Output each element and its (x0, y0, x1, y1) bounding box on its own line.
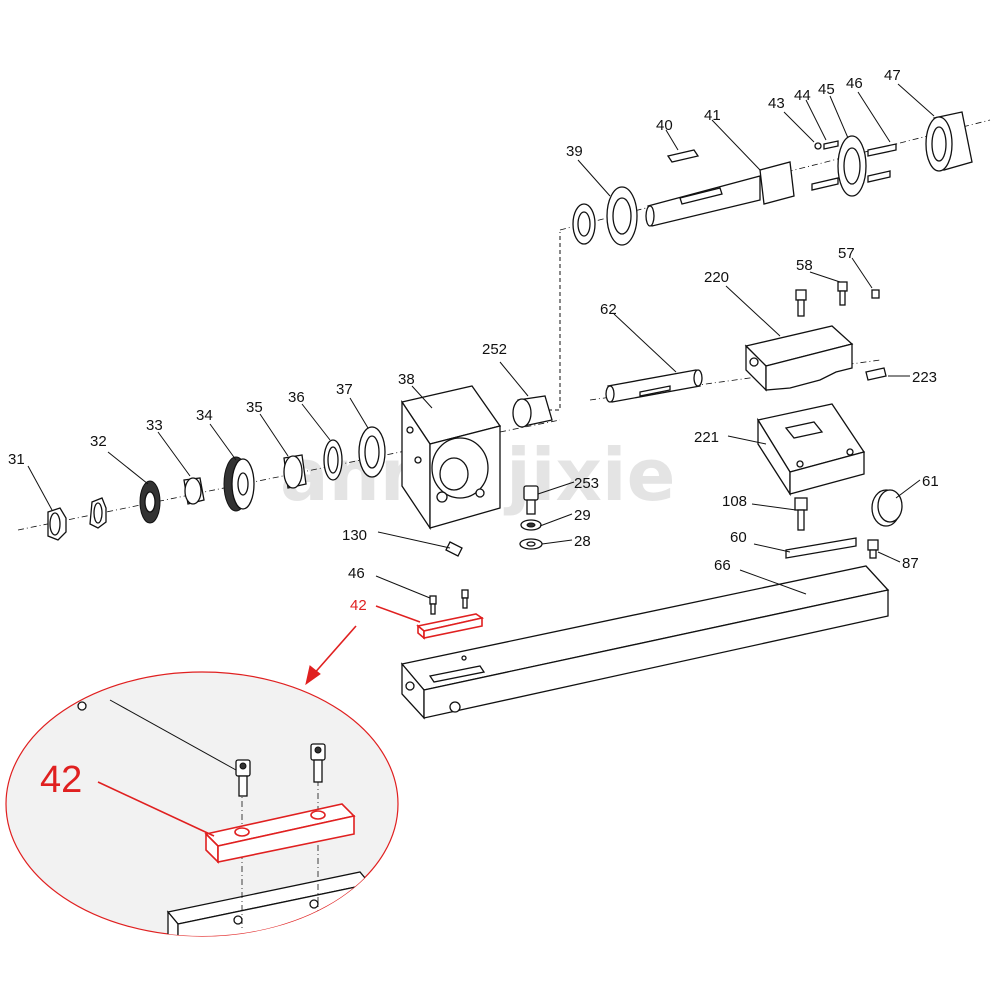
label-38: 38 (398, 371, 415, 388)
part-28-washer (519, 538, 543, 550)
part-33-spacer (183, 477, 205, 505)
part-34-gear (223, 456, 255, 512)
part-130-pin (445, 541, 463, 557)
part-108-screw (794, 497, 808, 531)
part-87-screw (867, 539, 879, 559)
label-41: 41 (704, 107, 721, 124)
label-31: 31 (8, 451, 25, 468)
label-66: 66 (714, 557, 731, 574)
part-47-ring (925, 111, 973, 172)
part-220-block (744, 325, 854, 392)
spindle-axis (17, 419, 561, 531)
part-252-bushing (512, 395, 553, 428)
part-41-shaft (645, 161, 795, 227)
label-36: 36 (288, 389, 305, 406)
part-40-key (666, 149, 700, 163)
label-61: 61 (922, 473, 939, 490)
zoom-label-42: 42 (40, 759, 82, 801)
part-36-washer (323, 439, 343, 481)
part-253-screw (523, 485, 539, 515)
label-253: 253 (574, 475, 599, 492)
label-34: 34 (196, 407, 213, 424)
zoom-arrow (305, 625, 357, 686)
label-108: 108 (722, 493, 747, 510)
part-45-flange (811, 135, 897, 197)
label-39: 39 (566, 143, 583, 160)
label-29: 29 (574, 507, 591, 524)
label-220: 220 (704, 269, 729, 286)
part-221-base (756, 403, 866, 497)
label-28: 28 (574, 533, 591, 550)
part-62-sleeve (605, 369, 703, 403)
label-40: 40 (656, 117, 673, 134)
part-60-strip (785, 537, 857, 559)
part-35-bushing (283, 454, 307, 489)
callout-labels: 31 32 33 34 35 36 37 38 252 39 40 41 43 … (8, 67, 939, 614)
part-66-rail (400, 565, 890, 720)
leader-lines (27, 83, 935, 623)
label-47: 47 (884, 67, 901, 84)
part-223-pin (865, 367, 887, 381)
part-39-bearing (572, 186, 638, 246)
part-38-housing (400, 385, 502, 531)
label-32: 32 (90, 433, 107, 450)
label-43: 43 (768, 95, 785, 112)
part-58-screw (795, 281, 848, 317)
label-58: 58 (796, 257, 813, 274)
part-42-bracket-highlighted (416, 613, 484, 640)
label-57: 57 (838, 245, 855, 262)
label-252: 252 (482, 341, 507, 358)
label-46-lower: 46 (348, 565, 365, 582)
part-33-gear (139, 480, 161, 524)
part-57-screw (871, 289, 880, 299)
label-87: 87 (902, 555, 919, 572)
part-46-screws (429, 589, 469, 615)
label-42: 42 (350, 597, 367, 614)
label-62: 62 (600, 301, 617, 318)
label-221: 221 (694, 429, 719, 446)
label-33: 33 (146, 417, 163, 434)
label-45: 45 (818, 81, 835, 98)
label-60: 60 (730, 529, 747, 546)
part-31-nut (47, 507, 67, 541)
zoom-detail: 42 (5, 671, 399, 937)
label-44: 44 (794, 87, 811, 104)
label-37: 37 (336, 381, 353, 398)
label-35: 35 (246, 399, 263, 416)
part-37-bearing (358, 426, 386, 478)
label-130: 130 (342, 527, 367, 544)
label-223: 223 (912, 369, 937, 386)
part-29-washer (520, 519, 542, 531)
connector-line-252-39 (548, 232, 561, 411)
part-61-knob (871, 489, 903, 527)
label-46-upper: 46 (846, 75, 863, 92)
part-32-nut (89, 497, 107, 529)
